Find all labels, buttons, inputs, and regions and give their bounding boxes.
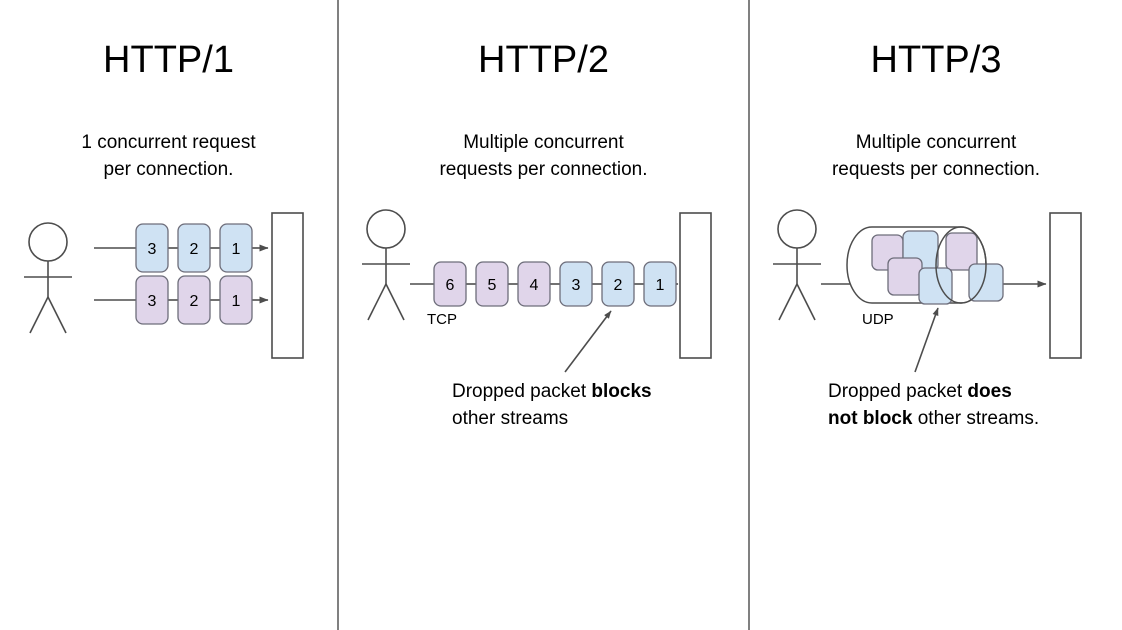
panel-subtitle-http2-line1: Multiple concurrent	[463, 132, 624, 153]
caption-http3-line1-bold: does	[967, 381, 1012, 402]
caption-http3-line2-normal: other streams.	[912, 408, 1040, 429]
panel-subtitle-http1-line2: per connection.	[103, 159, 234, 180]
caption-http2-line2: other streams	[452, 408, 569, 429]
stream-row-http1-0: 3 2 1	[94, 223, 269, 273]
caption-http3-line1-normal: Dropped packet	[828, 381, 968, 402]
panel-divider-1	[337, 0, 339, 630]
svg-text:2: 2	[614, 277, 623, 294]
panel-divider-2	[748, 0, 750, 630]
caption-http3-line1: Dropped packet does	[828, 378, 1118, 405]
svg-text:1: 1	[232, 241, 241, 258]
cylinder-packet-2	[887, 257, 923, 296]
packet-http2-0-2: 4	[517, 261, 551, 307]
caption-http2: Dropped packet blocks other streams	[452, 378, 742, 432]
panel-subtitle-http2: Multiple concurrent requests per connect…	[339, 129, 748, 183]
caption-http2-line1-bold: blocks	[591, 381, 652, 402]
panel-subtitle-http3: Multiple concurrent requests per connect…	[750, 129, 1122, 183]
packet-http1-0-1: 2	[177, 223, 211, 273]
callout-arrow-http3	[914, 307, 939, 373]
svg-text:3: 3	[148, 293, 157, 310]
protocol-label-udp: UDP	[862, 311, 894, 328]
packet-http2-0-1: 5	[475, 261, 509, 307]
panel-subtitle-http3-line2: requests per connection.	[831, 159, 1041, 180]
stick-figure-http1	[24, 222, 72, 334]
panel-subtitle-http2-line2: requests per connection.	[439, 159, 648, 180]
caption-http3-line2-bold: not block	[828, 408, 913, 429]
stream-row-http2-0: 6 5 4 3 2 1	[410, 261, 679, 307]
server-box-http2	[679, 212, 712, 359]
protocol-label-tcp: TCP	[427, 311, 457, 328]
udp-cylinder-cap	[935, 226, 987, 304]
packet-http2-0-4: 2	[601, 261, 635, 307]
stream-row-http1-1: 3 2 1	[94, 275, 269, 325]
callout-arrow-http2	[564, 310, 612, 373]
packet-http1-0-2: 1	[219, 223, 253, 273]
caption-http3: Dropped packet does not block other stre…	[828, 378, 1118, 432]
panel-subtitle-http1: 1 concurrent request per connection.	[0, 129, 337, 183]
caption-http3-line2: not block other streams.	[828, 405, 1118, 432]
svg-text:3: 3	[148, 241, 157, 258]
svg-text:1: 1	[656, 277, 665, 294]
panel-subtitle-http1-line1: 1 concurrent request	[81, 132, 256, 153]
packet-http2-0-3: 3	[559, 261, 593, 307]
stick-figure-http3	[773, 209, 821, 321]
svg-text:6: 6	[446, 277, 455, 294]
server-box-http3	[1049, 212, 1082, 359]
panel-title-http1: HTTP/1	[103, 39, 234, 81]
cylinder-packet-3	[945, 232, 978, 271]
packet-http1-1-0: 3	[135, 275, 169, 325]
packet-http1-1-2: 1	[219, 275, 253, 325]
svg-text:3: 3	[572, 277, 581, 294]
packet-http1-0-0: 3	[135, 223, 169, 273]
svg-text:1: 1	[232, 293, 241, 310]
caption-http2-line1-normal: Dropped packet	[452, 381, 592, 402]
panel-title-http2: HTTP/2	[478, 39, 609, 81]
panel-title-http3: HTTP/3	[870, 39, 1002, 81]
svg-text:5: 5	[488, 277, 497, 294]
caption-http2-line1: Dropped packet blocks	[452, 378, 742, 405]
panel-subtitle-http3-line1: Multiple concurrent	[855, 132, 1017, 153]
packet-http2-0-0: 6	[433, 261, 467, 307]
packet-http2-0-5: 1	[643, 261, 677, 307]
cylinder-packet-4	[918, 267, 953, 305]
server-box-http1	[271, 212, 304, 359]
svg-text:2: 2	[190, 241, 199, 258]
svg-text:4: 4	[530, 277, 539, 294]
stick-figure-http2	[362, 209, 410, 321]
svg-text:2: 2	[190, 293, 199, 310]
packet-http1-1-1: 2	[177, 275, 211, 325]
